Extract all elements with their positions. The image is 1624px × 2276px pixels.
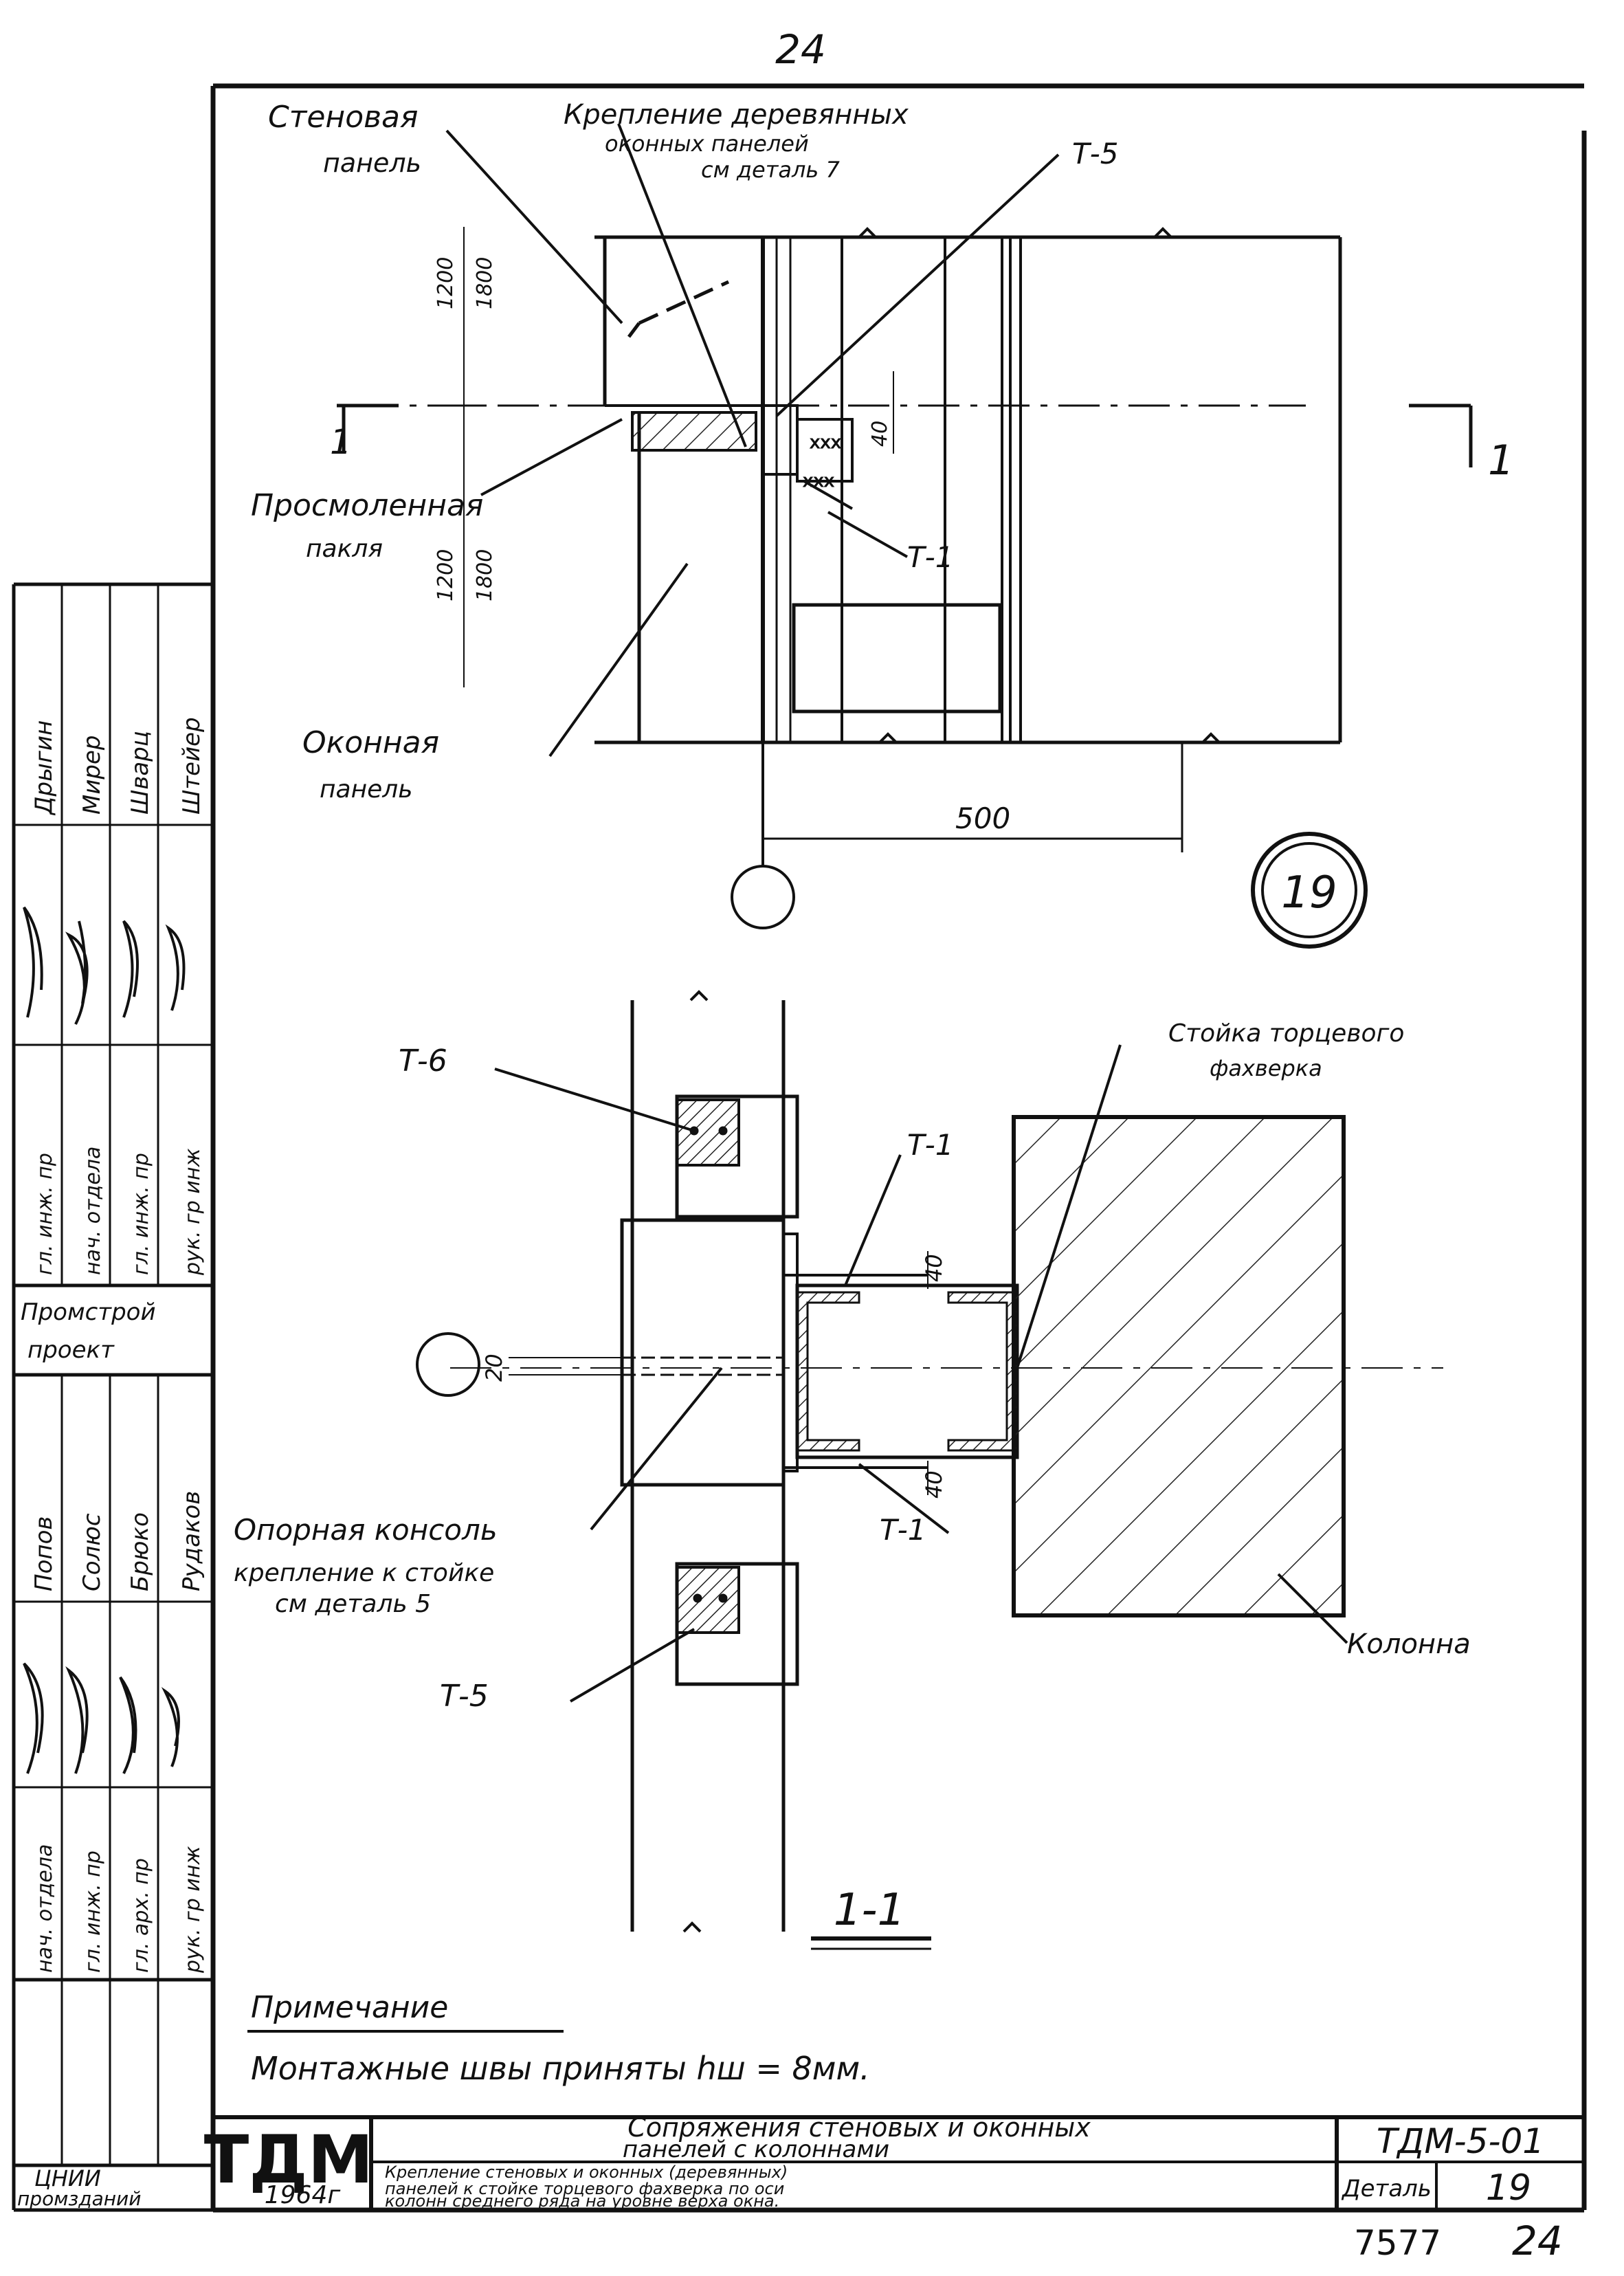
detail-number: 19 — [1486, 2167, 1531, 2209]
t5-top-label: Т-5 — [1072, 137, 1119, 170]
signatures-bottom — [23, 1662, 180, 1774]
description-line-3: колонн среднего ряда на уровне верха окн… — [385, 2191, 779, 2211]
dim-20: 20 — [481, 1354, 507, 1382]
detail-circle — [1251, 832, 1368, 949]
dim-1200-lower: 1200 — [434, 549, 458, 601]
tow-label-1: Просмоленная — [251, 488, 483, 523]
t1-lower-label: Т-1 — [880, 1513, 926, 1547]
stamp-bottom-name-3: Брюко — [126, 1512, 154, 1591]
section-mark-left: 1 — [330, 422, 352, 462]
note-title: Примечание — [251, 1990, 448, 2025]
page-number-top: 24 — [775, 26, 826, 73]
t1-top-label: Т-1 — [907, 540, 954, 574]
left-stamp — [12, 582, 213, 2212]
detail-number-circle: 19 — [1281, 868, 1337, 918]
section-title: 1-1 — [834, 1885, 906, 1936]
logo: ТДМ — [204, 2121, 374, 2198]
dim-40-top: 40 — [868, 421, 892, 447]
stamp-role-1: гл. инж. пр — [33, 1153, 57, 1275]
year: 1964г — [265, 2181, 342, 2209]
concrete-column — [1012, 1115, 1346, 1617]
dim-1800-lower: 1800 — [473, 549, 497, 601]
dim-1800-upper: 1800 — [473, 257, 497, 309]
stamp-name-4: Штейер — [178, 717, 205, 815]
stamp-bottom-role-3: гл. арх. пр — [129, 1858, 153, 1973]
signatures-top — [23, 906, 186, 1025]
page-number-bottom-left: 7577 — [1354, 2223, 1441, 2263]
column-label: Колонна — [1347, 1628, 1471, 1660]
t6-label: Т-6 — [399, 1043, 447, 1079]
top-view: xxx xxx — [337, 123, 1473, 949]
dim-40-upper: 40 — [921, 1254, 947, 1282]
fastening-label-3: см деталь 7 — [701, 157, 840, 183]
doc-code: ТДМ-5-01 — [1377, 2121, 1544, 2161]
t5-label: Т-5 — [440, 1679, 489, 1714]
fastening-label-2: оконных панелей — [605, 131, 809, 157]
dim-1200-upper: 1200 — [434, 257, 458, 309]
description-line-2: панелей к стойке торцевого фахверка по о… — [385, 2179, 784, 2198]
end-post-label-1: Стойка торцевого — [1168, 1019, 1404, 1048]
end-post-label-2: фахверка — [1210, 1055, 1322, 1081]
stamp-name-2: Мирер — [78, 735, 106, 815]
t1-upper-label: Т-1 — [907, 1128, 954, 1162]
stamp-bottom-role-2: гл. инж. пр — [81, 1850, 105, 1973]
stamp-bottom-name-2: Солюс — [78, 1513, 106, 1591]
stamp-org-2: проект — [27, 1336, 115, 1364]
stamp-bottom-role-4: рук. гр инж — [181, 1846, 205, 1974]
wall-panel-label-1: Стеновая — [268, 100, 418, 135]
window-panel-label-2: панель — [320, 775, 413, 804]
section-view — [416, 990, 1443, 1950]
stamp-name-3: Шварц — [126, 731, 154, 815]
fastening-label-1: Крепление деревянных — [564, 99, 909, 131]
title-line-2: панелей с колоннами — [623, 2136, 889, 2163]
stamp-org-1: Промстрой — [21, 1299, 156, 1326]
stamp-role-2: нач. отдела — [81, 1147, 105, 1275]
wall-panel-label-2: панель — [323, 148, 421, 178]
dim-40-lower: 40 — [921, 1470, 947, 1499]
stamp-role-3: гл. инж. пр — [129, 1153, 153, 1275]
console-label: Опорная консоль — [234, 1513, 498, 1547]
stamp-bottom-name-4: Рудаков — [178, 1491, 205, 1591]
stamp-bottom-org-1: ЦНИИ — [34, 2165, 101, 2191]
page-number-bottom-right: 24 — [1512, 2218, 1563, 2264]
svg-text:xxx: xxx — [810, 432, 841, 453]
tow-label-2: пакля — [306, 535, 383, 563]
console-fastening-1: крепление к стойке — [234, 1559, 494, 1587]
stamp-role-4: рук. гр инж — [181, 1149, 205, 1276]
section-mark-right: 1 — [1488, 437, 1514, 485]
description-line-1: Крепление стеновых и оконных (деревянных… — [385, 2163, 788, 2182]
title-line-1: Сопряжения стеновых и оконных — [627, 2112, 1091, 2143]
stamp-bottom-role-1: нач. отдела — [33, 1844, 57, 1973]
note-text: Монтажные швы приняты hш = 8мм. — [251, 2050, 870, 2087]
stamp-bottom-org-2: промзданий — [17, 2187, 141, 2210]
console-fastening-2: см деталь 5 — [275, 1590, 431, 1618]
stamp-name-1: Дрыгин — [30, 720, 58, 816]
stamp-bottom-name-1: Попов — [30, 1516, 58, 1591]
window-panel-label-1: Оконная — [302, 725, 439, 760]
dim-500: 500 — [955, 802, 1010, 835]
detail-label: Деталь — [1341, 2175, 1432, 2202]
title-block — [213, 2115, 1584, 2212]
